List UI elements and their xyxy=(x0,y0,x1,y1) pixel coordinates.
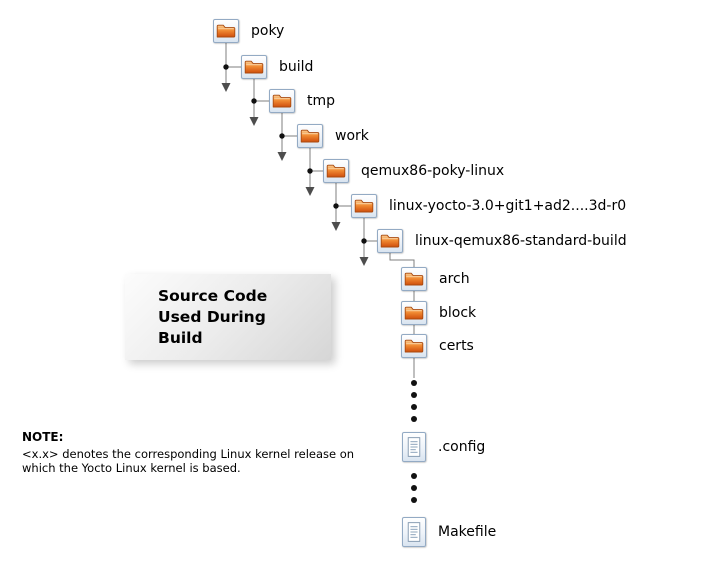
note-line: <x.x> denotes the corresponding Linux ke… xyxy=(22,447,355,461)
tree-node-linux-qemux86-standard-build: linux-qemux86-standard-build xyxy=(377,229,627,253)
tree-node-dot-config: .config xyxy=(402,432,485,462)
folder-icon xyxy=(323,159,349,183)
tree-node-label: build xyxy=(279,59,314,75)
tree-node-arch: arch xyxy=(401,267,470,291)
tree-node-label: block xyxy=(439,305,477,321)
folder-icon xyxy=(213,19,239,43)
folder-icon xyxy=(401,334,427,358)
tree-node-label: work xyxy=(335,128,369,144)
ellipsis-dots xyxy=(411,380,417,503)
callout-source-code: Source Code Used During Build xyxy=(125,274,331,360)
note-block: NOTE: <x.x> denotes the corresponding Li… xyxy=(22,430,392,475)
callout-line: Source Code xyxy=(158,286,268,305)
tree-node-label: tmp xyxy=(307,93,336,109)
callout-line: Build xyxy=(158,328,203,347)
callout-line: Used During xyxy=(158,307,266,326)
folder-icon xyxy=(351,194,377,218)
tree-node-work: work xyxy=(297,124,369,148)
tree-node-certs: certs xyxy=(401,334,474,358)
note-title: NOTE: xyxy=(22,430,64,444)
tree-node-label: linux-yocto-3.0+git1+ad2....3d-r0 xyxy=(389,198,627,214)
junction-dots xyxy=(223,64,367,244)
tree-node-label: certs xyxy=(439,338,474,354)
file-icon xyxy=(402,432,426,462)
tree-node-label: qemux86-poky-linux xyxy=(361,163,505,179)
folder-icon xyxy=(401,267,427,291)
tree-node-block: block xyxy=(401,301,476,325)
tree-node-makefile: Makefile xyxy=(402,517,496,547)
tree-node-label: .config xyxy=(438,439,486,455)
tree-node-tmp: tmp xyxy=(269,89,335,113)
folder-icon xyxy=(401,301,427,325)
file-icon xyxy=(402,517,426,547)
folder-icon xyxy=(241,55,267,79)
tree-node-label: Makefile xyxy=(438,524,497,540)
tree-node-qemux86-poky-linux: qemux86-poky-linux xyxy=(323,159,504,183)
tree-node-label: arch xyxy=(439,271,470,287)
folder-icon xyxy=(297,124,323,148)
folder-icon xyxy=(377,229,403,253)
tree-node-linux-yocto: linux-yocto-3.0+git1+ad2....3d-r0 xyxy=(351,194,626,218)
tree-node-label: linux-qemux86-standard-build xyxy=(415,233,627,249)
note-line: which the Yocto Linux kernel is based. xyxy=(22,461,241,475)
tree-node-poky: poky xyxy=(213,19,284,43)
arrow-down-icon xyxy=(221,83,369,266)
tree-node-label: poky xyxy=(251,23,285,39)
folder-icon xyxy=(269,89,295,113)
tree-node-build: build xyxy=(241,55,313,79)
